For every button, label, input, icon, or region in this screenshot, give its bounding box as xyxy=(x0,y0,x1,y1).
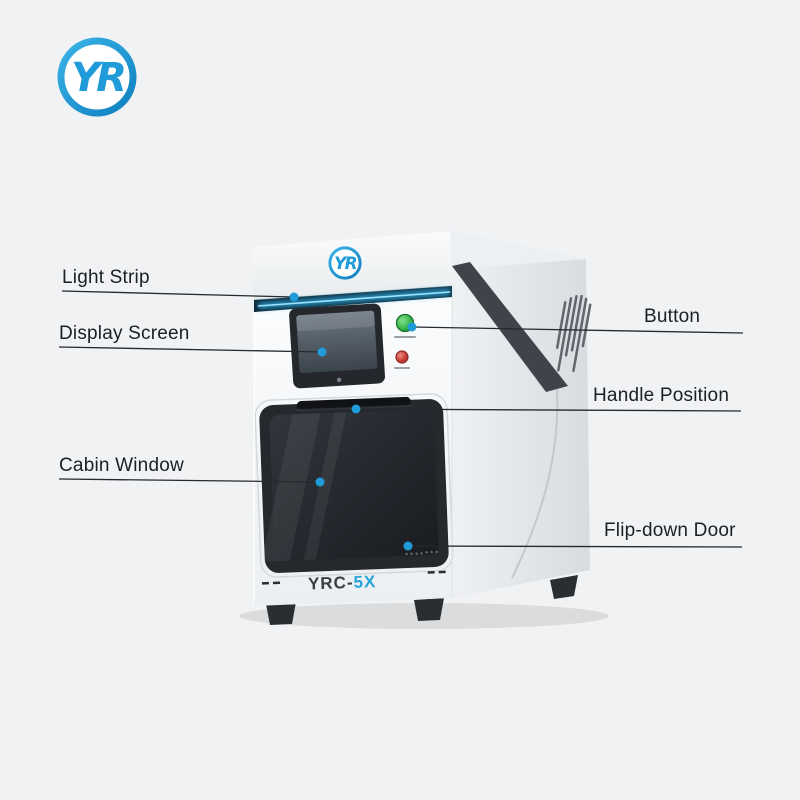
display-screen-line xyxy=(58,346,323,353)
tooth-vent-icon xyxy=(555,294,592,373)
label-light-strip: Light Strip xyxy=(62,267,150,288)
label-button: Button xyxy=(644,306,701,327)
cabin-window-dot xyxy=(315,477,325,487)
button-label-marks xyxy=(394,336,416,338)
button-dot xyxy=(407,322,417,332)
model-label-group: YRC-5X xyxy=(261,570,446,593)
handle-position-line xyxy=(355,408,742,412)
door-vent-dots xyxy=(405,550,438,556)
light-strip-dot xyxy=(289,292,299,302)
company-logo xyxy=(61,41,133,113)
window-reflection xyxy=(261,412,347,562)
callout-dots xyxy=(289,292,417,551)
flip-down-door-line xyxy=(407,545,743,548)
flip-down-door xyxy=(254,393,454,578)
cabin-window-line xyxy=(58,478,321,483)
display-screen xyxy=(289,303,386,389)
flip-down-door-dot xyxy=(403,541,413,551)
label-handle-position: Handle Position xyxy=(593,385,730,406)
button-line xyxy=(411,326,744,334)
label-flip-down-door: Flip-down Door xyxy=(604,520,736,541)
cabin-window xyxy=(269,409,439,561)
machine-lid-logo xyxy=(328,246,362,280)
machine-feet xyxy=(266,575,578,625)
machine-side-panel xyxy=(450,231,590,598)
stop-button-red xyxy=(394,350,410,369)
callout-lines xyxy=(58,290,744,548)
light-strip-line xyxy=(61,290,295,298)
model-label: YRC-5X xyxy=(308,572,377,593)
display-screen-dot xyxy=(317,347,327,357)
side-seam-wedge xyxy=(452,262,568,392)
label-display-screen: Display Screen xyxy=(59,323,190,344)
label-cabin-window: Cabin Window xyxy=(59,455,184,476)
light-strip xyxy=(253,285,453,312)
side-seam-curve xyxy=(511,388,559,579)
button-label-marks xyxy=(394,367,410,369)
handle-position-dot xyxy=(351,404,361,414)
